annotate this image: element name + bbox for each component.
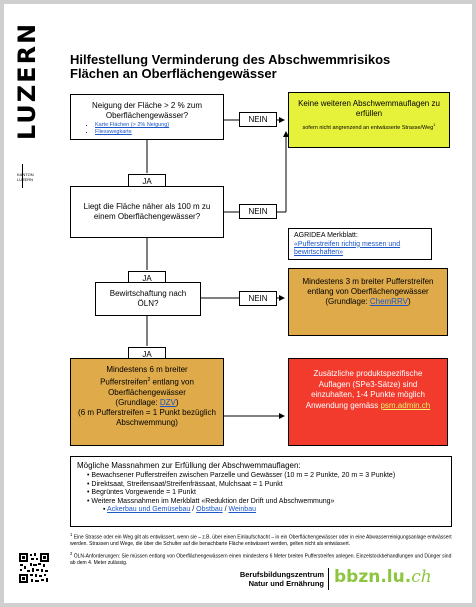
measure-links: ▪ Ackerbau und Gemüsebau / Obstbau / Wei…: [103, 506, 256, 513]
measures-box: Mögliche Massnahmen zur Erfüllung der Ab…: [70, 456, 452, 527]
chemrrv-link[interactable]: ChemRRV: [369, 297, 408, 306]
buffer-6m-line2a: Pufferstreifen: [100, 377, 148, 387]
no-further-requirements-box: Keine weiteren Abschwemmauflagen zu erfü…: [288, 92, 450, 148]
measure-item-text: Direktsaat, Streifensaat/Streifenfrässaa…: [91, 480, 283, 488]
measure-item: • Begrüntes Vorgewende = 1 Punkt: [87, 489, 196, 496]
agridea-box: AGRIDEA Merkblatt: «Pufferstreifen richt…: [288, 228, 432, 260]
link-obstbau[interactable]: Obstbau: [196, 506, 223, 513]
question-slope-text: Neigung der Fläche > 2 % zum Oberflächen…: [91, 101, 203, 120]
question-slope: Neigung der Fläche > 2 % zum Oberflächen…: [70, 94, 224, 140]
buffer-6m-line1: Mindestens 6 m breiter: [106, 365, 188, 374]
buffer-6m-basis-prefix: (Grundlage:: [115, 397, 160, 407]
buffer-3m-text: Mindestens 3 m breiter Pufferstreifen en…: [302, 277, 434, 296]
nein-label-3: NEIN: [239, 291, 277, 306]
question-oeln-text: Bewirtschaftung nach ÖLN?: [109, 289, 187, 308]
product-specific-text: Zusätzliche produktspezifische Auflagen …: [311, 369, 425, 399]
page: LUZERN KANTON LUZERN Hilfestellung Vermi…: [4, 4, 472, 603]
question-distance-text: Liegt die Fläche näher als 100 m zu eine…: [83, 202, 211, 221]
measure-item-text: Bewachsener Pufferstreifen zwischen Parz…: [91, 472, 396, 479]
buffer-3m-basis-suffix: ): [407, 297, 411, 306]
bbzn-brand: bbzn.lu.: [334, 567, 412, 587]
title-line-2: Flächen an Oberflächengewässer: [70, 66, 277, 81]
agridea-label: AGRIDEA Merkblatt:: [294, 232, 358, 239]
link-weinbau[interactable]: Weinbau: [228, 506, 256, 513]
no-further-requirements-note: sofern nicht angrenzend an entwässerte S…: [302, 124, 434, 131]
slope-map-link[interactable]: Karte Flächen (> 2% Neigung): [95, 122, 170, 128]
measure-item: • Weitere Massnahmen im Merkblatt «Reduk…: [87, 497, 335, 505]
agridea-link[interactable]: «Pufferstreifen richtig messen und bewir…: [294, 240, 401, 257]
footnote-ref-2: 2: [147, 377, 151, 383]
nein-label-1: NEIN: [239, 112, 277, 127]
measure-item: • Direktsaat, Streifensaat/Streifenfräss…: [87, 480, 283, 488]
buffer-6m-box: Mindestens 6 m breiter Pufferstreifen2 e…: [70, 358, 224, 446]
bbzn-logo: bbzn.lu.ch: [334, 566, 432, 588]
footnote-ref-1: 1: [433, 122, 436, 127]
side-mark: KANTON LUZERN: [17, 172, 34, 182]
luzern-logo: LUZERN: [13, 16, 42, 146]
measures-list: • Bewachsener Pufferstreifen zwischen Pa…: [87, 472, 445, 506]
measures-heading: Mögliche Massnahmen zur Erfüllung der Ab…: [77, 461, 301, 470]
flowpath-map-link[interactable]: Fliesswegkarte: [95, 129, 132, 135]
footnote-1: Eine Strasse oder ein Weg gilt als entwä…: [70, 534, 452, 548]
footer-divider: [328, 568, 329, 590]
dzv-link[interactable]: DZV: [159, 397, 176, 407]
org-line-2: Natur und Ernährung: [248, 579, 324, 588]
side-mark-icon: [14, 164, 42, 194]
product-specific-appl: Anwendung gemäss: [305, 400, 381, 410]
qr-code[interactable]: [18, 552, 50, 584]
question-distance: Liegt die Fläche näher als 100 m zu eine…: [70, 186, 224, 238]
bbzn-brand-suffix: ch: [411, 567, 432, 587]
org-name: Berufsbildungszentrum Natur und Ernährun…: [230, 570, 324, 588]
title-line-1: Hilfestellung Verminderung des Abschwemm…: [70, 52, 391, 67]
link-separator: /: [190, 506, 197, 513]
psm-link[interactable]: psm.admin.ch: [380, 400, 431, 410]
footnotes: 1 Eine Strasse oder ein Weg gilt als ent…: [70, 532, 452, 566]
buffer-6m-line5: (6 m Pufferstreifen = 1 Punkt bezüglich …: [78, 407, 216, 427]
logo-text: LUZERN: [14, 22, 41, 140]
org-line-1: Berufsbildungszentrum: [239, 570, 324, 579]
no-further-requirements-title: Keine weiteren Abschwemmauflagen zu erfü…: [298, 99, 440, 118]
question-oeln: Bewirtschaftung nach ÖLN?: [95, 282, 201, 316]
buffer-6m-line3: Oberflächengewässer: [108, 387, 186, 397]
nein-label-2: NEIN: [239, 204, 277, 219]
measure-item-text: Begrüntes Vorgewende = 1 Punkt: [91, 489, 196, 496]
buffer-3m-box: Mindestens 3 m breiter Pufferstreifen en…: [288, 268, 448, 336]
measure-item-text: Weitere Massnahmen im Merkblatt «Redukti…: [91, 497, 335, 505]
link-ackerbau[interactable]: Ackerbau und Gemüsebau: [107, 506, 191, 513]
buffer-3m-basis-prefix: (Grundlage:: [325, 297, 370, 306]
link-separator: /: [222, 506, 229, 513]
buffer-6m-line2b: entlang von: [150, 377, 194, 387]
measure-item: • Bewachsener Pufferstreifen zwischen Pa…: [87, 472, 396, 479]
buffer-6m-basis-suffix: ): [175, 397, 179, 407]
page-title: Hilfestellung Verminderung des Abschwemm…: [70, 53, 450, 81]
footnote-1-marker: 1: [70, 532, 73, 537]
product-specific-box: Zusätzliche produktspezifische Auflagen …: [288, 358, 448, 446]
footnote-2-marker: 2: [70, 550, 73, 556]
footnote-2: ÖLN-Anforderungen: Sie müssen entlang vo…: [70, 553, 452, 566]
